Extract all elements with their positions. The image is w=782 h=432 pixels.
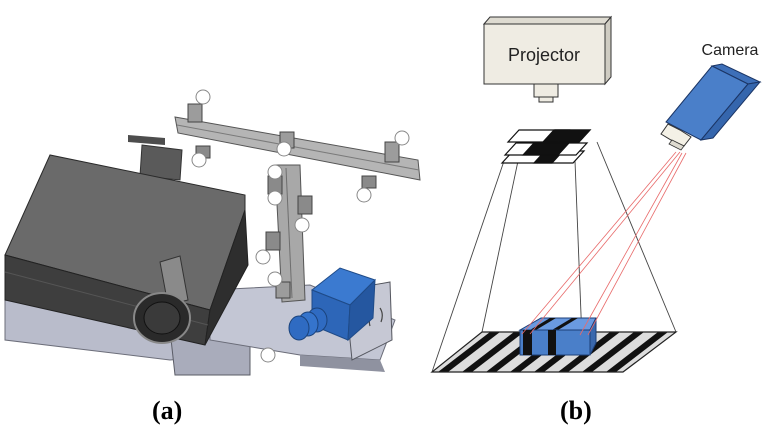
camera-body-side [347, 278, 376, 342]
pattern-slides [500, 129, 592, 164]
caption-a: (a) [152, 396, 182, 426]
projector-lens [533, 83, 559, 98]
tracking-markers [191, 89, 410, 363]
camera-rays [521, 151, 687, 336]
panel-a-cad-rig [4, 89, 421, 376]
frame-horizontal [174, 116, 421, 181]
caption-b: (b) [560, 396, 592, 426]
camera: Camera [660, 42, 762, 151]
measured-object [518, 317, 597, 356]
camera-label: Camera [702, 42, 759, 59]
caption-a-text: (a) [152, 396, 183, 425]
camera-lens [288, 307, 328, 341]
projector-rear-block [139, 144, 183, 181]
support-plate-edge [300, 355, 385, 372]
projector: Projector [482, 15, 613, 103]
panel-b-schematic: Projector Camera [430, 15, 762, 373]
projector-label: Projector [508, 45, 580, 65]
projector-side [204, 209, 249, 346]
projection-lines [431, 141, 677, 373]
projector-top-tab [128, 135, 165, 145]
caption-b-text: (b) [560, 396, 592, 425]
